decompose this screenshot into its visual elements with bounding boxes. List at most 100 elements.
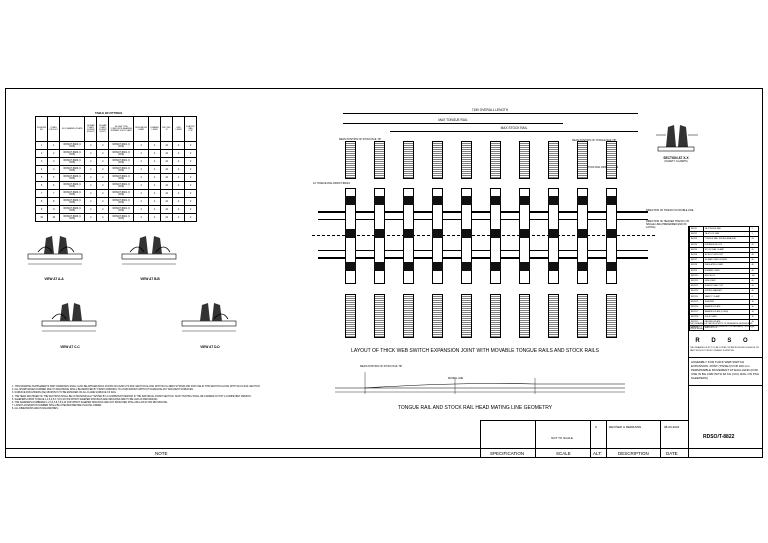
overall-dim-line [343,113,638,114]
view-aa-label: VIEW AT A-A [44,277,64,281]
fittings-cell: 4 [96,157,110,166]
fittings-cell: 4 [96,149,110,158]
fittings-header-cell: PLATE DRG NO. [47,116,61,142]
note-item: 2. ALL SHARP EDGES FORMED DUE TO MACHINI… [12,389,194,392]
description-heading: DESCRIPTION [618,451,649,456]
fittings-cell: 4 [84,213,98,222]
fittings-cell: 2 [172,141,186,150]
lower-fitting-callout [490,294,501,338]
fittings-cell: 4 [148,165,162,174]
fittings-cell: RDSO/T-8821 (1 NOS) [108,213,135,222]
upper-fitting-callout [606,141,617,179]
date-heading: DATE [666,451,678,456]
track-centre-line [312,235,655,236]
fastening-block [548,229,559,238]
view-aa [24,224,86,274]
fastening-block [403,229,414,238]
fittings-cell: 4 [148,205,162,214]
fittings-cell: 2 [172,181,186,190]
fittings-cell: 12 [160,173,174,182]
fastening-block [490,196,501,205]
fittings-cell: RDSO/T-8820 (1 NOS) [59,173,86,182]
fittings-cell: 12 [160,157,174,166]
rail-bottom-inner [318,250,648,251]
upper-fitting-callout [432,141,443,179]
upper-fitting-callout [490,141,501,179]
fastening-block [432,196,443,205]
upper-fitting-callout [345,141,356,179]
fittings-cell: RDSO/T-8820 (1 NOS) [59,141,86,150]
fittings-cell: 4 [133,189,150,198]
fittings-cell: 2 [172,157,186,166]
fittings-cell: 12 [160,149,174,158]
stock-dim-line [390,131,638,132]
fittings-cell: 2 [184,205,198,214]
fittings-cell: 4 [133,157,150,166]
fittings-cell: 2 [184,197,198,206]
fittings-table-title: TABLE OF FITTINGS [95,111,123,115]
fittings-cell: 7 [47,189,61,198]
lower-fitting-callout [345,294,356,338]
view-dd [178,293,240,341]
fittings-cell: 2 [184,213,198,222]
lower-fitting-callout [548,294,559,338]
view-bb [118,224,180,274]
fittings-cell: 4 [84,181,98,190]
fittings-cell: 4 [148,173,162,182]
fittings-cell: 4 [96,141,110,150]
lower-fitting-callout [403,294,414,338]
copy-warning: THIS DRAWING IS NOT TO BE COPIED OR REPR… [690,347,759,352]
geometry-diagram [335,364,625,400]
fittings-cell: 4 [96,197,110,206]
note-item: 7. LATEST ALTERATION NUMBER SHALL BE CHE… [12,405,102,408]
fastening-block [606,262,617,271]
fastening-block [606,229,617,238]
fastening-block [519,196,530,205]
fittings-cell: 9 [34,205,49,214]
fastening-block [403,196,414,205]
fittings-header-cell: RUBBER LINER [148,116,162,142]
geometry-stock-tip: MEAN POSITION OF STOCK RAIL TIP [360,365,403,368]
fittings-cell: 4 [96,173,110,182]
fittings-header-cell: M.S. BEARING PLATE [59,116,86,142]
fittings-cell: RDSO/T-8820 (1 NOS) [59,157,86,166]
rail-top-outer [318,211,648,213]
fittings-cell: RDSO/T-8820 (1 NOS) [59,213,86,222]
fittings-cell: RDSO/T-8821 (1 NOS) [108,173,135,182]
div-spec-scale [535,420,536,458]
view-bb-label: VIEW AT B-B [140,277,160,281]
div-alt-desc [606,420,607,458]
fittings-cell: RDSO/T-8821 (1 NOS) [108,197,135,206]
stock-rail-label: 1A STOCK RAIL RDSO/T-8822/2 [583,166,619,169]
view-dd-label: VIEW AT D-D [200,345,220,349]
fittings-cell: RDSO/T-8821 (1 NOS) [108,165,135,174]
fittings-cell: 4 [133,141,150,150]
fittings-cell: 4 [133,149,150,158]
fittings-cell: 4 [34,165,49,174]
lower-fitting-callout [606,294,617,338]
fittings-cell: 4 [84,157,98,166]
spec-heading: SPECIFICATION [490,451,525,456]
fittings-cell: 4 [148,181,162,190]
upper-fitting-callout [403,141,414,179]
upper-fitting-callout [548,141,559,179]
fittings-cell: 2 [172,197,186,206]
section-xx-drawing [648,117,704,155]
fittings-cell: RDSO/T-8821 (1 NOS) [108,181,135,190]
fittings-cell: 4 [148,189,162,198]
fastening-block [345,229,356,238]
fittings-cell: 2 [172,165,186,174]
rail-top-inner [318,219,648,220]
ownership-text: THIS DRAWING IS THE PROPERTY OF RESEARCH… [690,323,755,331]
note-heading: NOTE [155,451,168,456]
fittings-cell: 4 [133,181,150,190]
lower-fitting-callout [577,294,588,338]
org-name: R D S O [695,338,753,344]
fittings-cell: 2 [47,149,61,158]
max-tongue-label: MAX TONGUE RAIL [438,118,468,122]
